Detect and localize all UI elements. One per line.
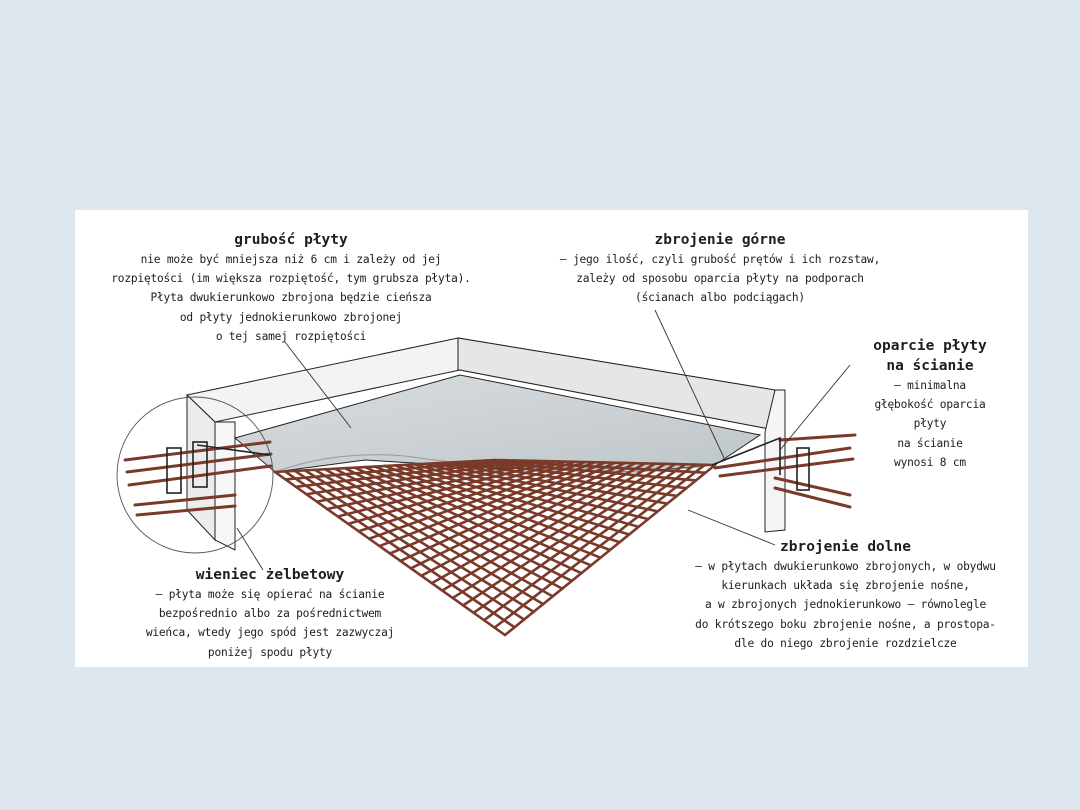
rebar xyxy=(388,461,607,555)
annotation-bottom-reinforcement: zbrojenie dolne – w płytach dwukierunkow… xyxy=(663,537,1028,653)
annotation-line: od płyty jednokierunkowo zbrojonej xyxy=(179,310,403,324)
annotation-top-reinforcement: zbrojenie górne – jego ilość, czyli grub… xyxy=(520,230,920,308)
bottom-reinforcement-mesh xyxy=(273,458,717,637)
rebar xyxy=(503,463,717,637)
rebar xyxy=(403,463,631,536)
rebar xyxy=(453,460,679,498)
slab-reinforcement-illustration xyxy=(116,309,857,637)
annotation-line: o tej samej rozpiętości xyxy=(215,329,367,343)
rebar xyxy=(127,464,273,487)
annotation-title: grubość płyty xyxy=(234,232,348,248)
ring-beam-stirrups xyxy=(166,436,810,494)
annotation-line: płyty xyxy=(913,417,947,431)
rebar xyxy=(133,493,237,507)
annotation-line: a w zbrojonych jednokierunkowo – równole… xyxy=(704,598,987,612)
rebar xyxy=(433,461,660,513)
rebar xyxy=(482,463,697,622)
annotation-line: zależy od sposobu oparcia płyty na podpo… xyxy=(576,272,864,286)
rebar xyxy=(423,462,650,521)
rebar xyxy=(430,462,647,585)
annotation-line: Płyta dwukierunkowo zbrojona będzie cień… xyxy=(150,291,432,305)
diagram-panel: grubość płyty nie może być mniejsza niż … xyxy=(75,210,1028,667)
annotation-line: wynosi 8 cm xyxy=(894,455,966,469)
annotation-title: na ścianie xyxy=(886,358,974,374)
rebar xyxy=(773,486,852,509)
annotation-line: głębokość oparcia xyxy=(874,398,986,412)
annotation-line: bezpośrednio albo za pośrednictwem xyxy=(158,607,382,621)
annotation-title: wieniec żelbetowy xyxy=(195,567,345,583)
rebar xyxy=(125,452,273,474)
annotation-line: dle do niego zbrojenie rozdzielcze xyxy=(734,636,957,650)
right-wall xyxy=(764,389,786,533)
leader-lines xyxy=(236,309,851,571)
annotation-line: – jego ilość, czyli grubość prętów i ich… xyxy=(559,253,881,266)
rebar xyxy=(718,457,855,478)
rebar xyxy=(440,462,657,592)
rebar xyxy=(493,458,717,467)
back-wall xyxy=(185,337,776,551)
right-rebar-ends xyxy=(713,433,857,509)
annotation-line: do krótszego boku zbrojenie nośne, a pro… xyxy=(695,617,996,631)
annotation-title: zbrojenie dolne xyxy=(780,539,911,555)
rebar xyxy=(493,463,707,629)
annotation-line: (ścianach albo podciągach) xyxy=(635,291,805,305)
rebar xyxy=(123,440,272,462)
annotation-wall-support: oparcie płyty na ścianie – minimalna głę… xyxy=(855,336,1005,472)
annotation-title: zbrojenie górne xyxy=(654,232,786,248)
annotation-line: na ścianie xyxy=(897,436,963,450)
rebar xyxy=(461,462,677,607)
rebar xyxy=(135,504,237,517)
ring-beam-detail-circle xyxy=(116,396,274,554)
rebar xyxy=(473,459,698,482)
rebar xyxy=(420,461,637,578)
rebar xyxy=(483,459,707,475)
annotation-line: nie może być mniejsza niż 6 cm i zależy … xyxy=(140,253,442,266)
rebar xyxy=(413,463,640,529)
rebar xyxy=(778,433,857,442)
rebar xyxy=(472,463,687,615)
annotation-line: rozpiętości (im większa rozpiętość, tym … xyxy=(111,272,471,286)
annotation-line: wieńca, wtedy jego spód jest zazwyczaj xyxy=(145,626,395,640)
annotation-title: oparcie płyty xyxy=(873,338,987,354)
rebar xyxy=(409,461,627,570)
annotation-line: poniżej spodu płyty xyxy=(207,645,333,659)
left-rebar-ends xyxy=(123,440,273,517)
annotation-slab-thickness: grubość płyty nie może być mniejsza niż … xyxy=(81,230,501,346)
annotation-line: kierunkach układa się zbrojenie nośne, xyxy=(721,579,970,593)
annotation-line: – płyta może się opierać na ścianie xyxy=(155,588,385,601)
rebar xyxy=(463,460,688,490)
annotation-ring-beam: wieniec żelbetowy – płyta może się opier… xyxy=(105,565,435,662)
annotation-line: – minimalna xyxy=(894,379,966,392)
rebar xyxy=(713,446,852,470)
rebar xyxy=(773,476,852,497)
rebar xyxy=(451,462,667,600)
rebar xyxy=(443,461,669,505)
rebar xyxy=(399,461,617,563)
annotation-line: – w płytach dwukierunkowo zbrojonych, w … xyxy=(695,560,996,573)
rebar xyxy=(393,464,621,544)
